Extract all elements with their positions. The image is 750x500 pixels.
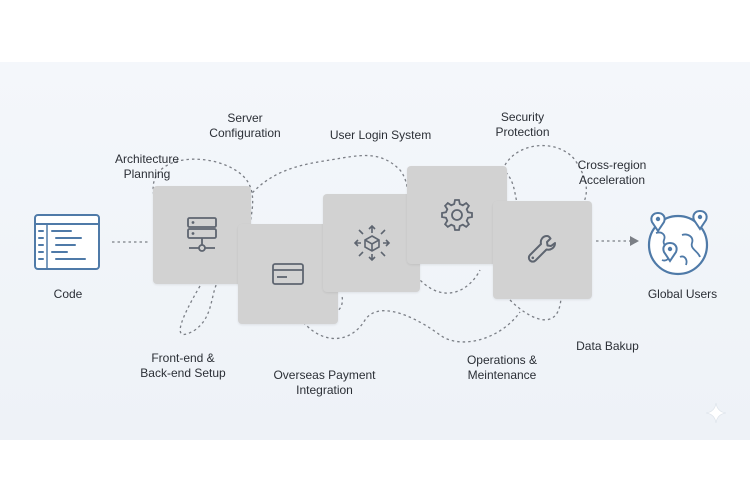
- code-editor-icon: [34, 214, 100, 270]
- connector-loop-4: [299, 310, 521, 343]
- connector-loop-1: [152, 158, 311, 320]
- wrench-icon: [527, 235, 556, 263]
- sparkle-icon: [706, 403, 726, 423]
- label-user-login-system: User Login System: [329, 128, 432, 142]
- label-overseas-payment-integration: Overseas Payment Integration: [273, 368, 376, 397]
- gear-icon: [441, 199, 473, 231]
- connector-loop-6: [504, 144, 588, 213]
- step-card-architecture: [153, 186, 251, 284]
- label-server-configuration: Server Configuration: [209, 111, 281, 140]
- label-operations-maintenance: Operations & Meintenance: [466, 353, 538, 382]
- arrow-head: [630, 236, 639, 246]
- label-cross-region-acceleration: Cross-region Acceleration: [577, 158, 647, 187]
- globe-location-icon: [647, 209, 709, 276]
- label-frontend-backend-setup: Front-end & Back-end Setup: [140, 351, 226, 380]
- step-card-login: [323, 194, 420, 292]
- step-card-payment: [238, 224, 338, 324]
- network-cube-icon: [353, 224, 390, 262]
- label-data-backup: Data Bakup: [576, 339, 639, 353]
- step-card-security: [407, 166, 507, 264]
- server-stack-icon: [187, 217, 217, 252]
- connector-loop-3: [231, 154, 481, 294]
- end-label: Global Users: [647, 287, 718, 301]
- label-security-protection: Security Protection: [495, 110, 550, 139]
- label-architecture-planning: Architecture Planning: [114, 152, 180, 181]
- credit-card-icon: [272, 263, 304, 285]
- step-card-acceleration: [493, 201, 592, 299]
- start-label: Code: [53, 287, 83, 301]
- connector-loop-2: [179, 267, 233, 336]
